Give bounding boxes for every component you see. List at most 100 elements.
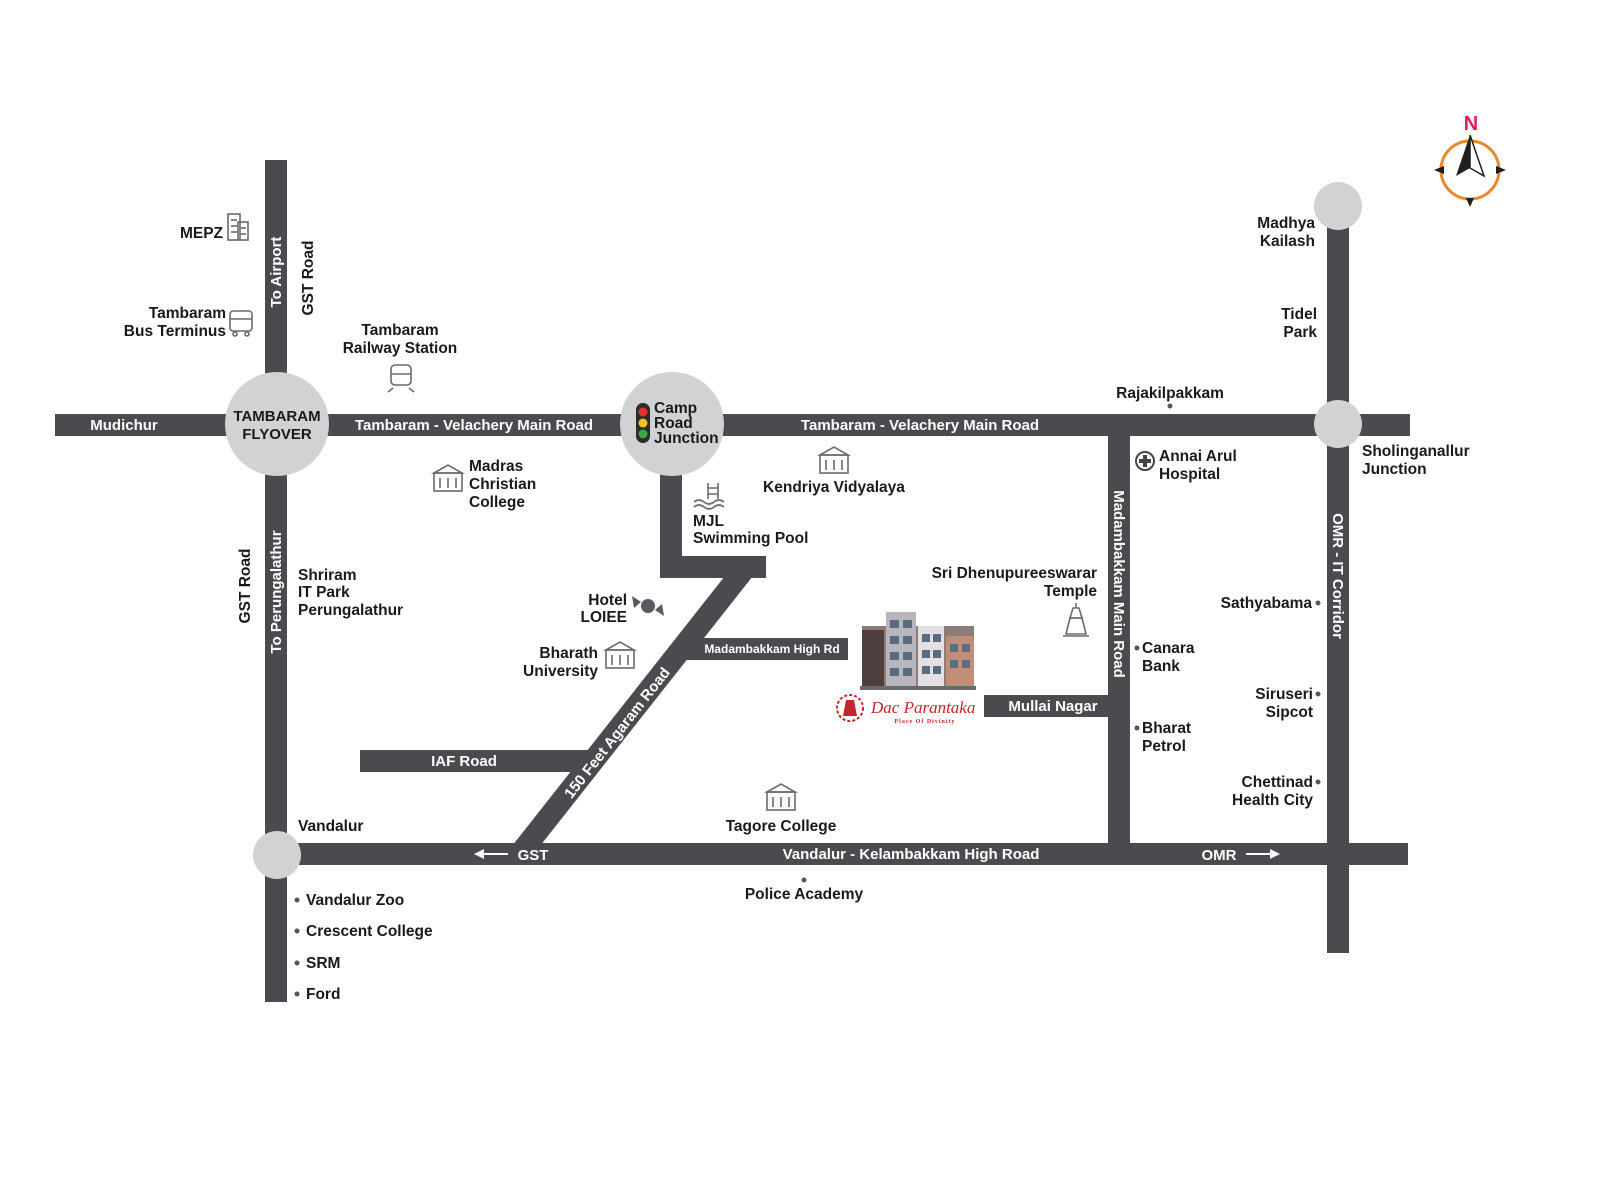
road-iaf: [360, 750, 592, 772]
place-canara-2: Bank: [1142, 658, 1180, 675]
dac-parantaka-logo: Dac Parantaka Place Of Divinity: [836, 694, 975, 725]
place-annai-1: Annai Arul: [1159, 448, 1237, 465]
college-icon: [430, 464, 466, 492]
place-siruseri-1: Siruseri: [1255, 686, 1313, 703]
vandalur-circle: [253, 831, 301, 879]
location-dot: [1134, 645, 1140, 651]
school-icon: [816, 446, 852, 474]
bus-icon: [229, 310, 253, 337]
place-rajakilpakkam: Rajakilpakkam: [1116, 385, 1224, 402]
temple-icon: [1063, 603, 1089, 637]
tambaram-flyover-label-2: FLYOVER: [242, 426, 312, 443]
road-network: [55, 160, 1410, 1002]
camp-road-label-2: Road: [654, 415, 693, 432]
place-shriram-2: IT Park: [298, 584, 350, 601]
road-label-madambakkam-main: Madambakkam Main Road: [1110, 490, 1127, 678]
place-madhya-1: Madhya: [1257, 215, 1315, 232]
place-bharath-2: University: [523, 663, 598, 680]
place-south-4: Ford: [306, 986, 340, 1003]
location-dot: [294, 960, 300, 966]
place-mjl-1: MJL: [693, 513, 724, 530]
road-mullai-nagar: [984, 695, 1112, 717]
place-south-3: SRM: [306, 955, 340, 972]
road-label-madambakkam-high: Madambakkam High Rd: [704, 642, 839, 656]
place-chettinad-1: Chettinad: [1242, 774, 1313, 791]
project-tagline: Place Of Divinity: [895, 719, 956, 725]
place-siruseri-2: Sipcot: [1266, 704, 1313, 721]
madhya-kailash-circle: [1314, 182, 1362, 230]
place-mcc-1: Madras: [469, 458, 523, 475]
place-sholinganallur-1: Sholinganallur: [1362, 443, 1470, 460]
place-bharat-petrol-1: Bharat: [1142, 720, 1191, 737]
place-bus-terminus-2: Bus Terminus: [124, 323, 226, 340]
place-sathyabama: Sathyabama: [1221, 595, 1313, 612]
road-label-gst-arrow: GST: [518, 847, 549, 864]
location-dot: [1315, 691, 1321, 697]
place-bus-terminus-1: Tambaram: [149, 305, 226, 322]
compass-icon: N: [1434, 113, 1506, 207]
place-police: Police Academy: [745, 886, 864, 903]
road-gst-vertical: [265, 160, 287, 1002]
road-madambakkam-main: [1108, 434, 1130, 844]
location-dot: [1315, 600, 1321, 606]
place-hotel-2: LOIEE: [580, 609, 627, 626]
place-vandalur: Vandalur: [298, 818, 363, 835]
road-label-150-feet: 150 Feet Agaram Road: [561, 664, 674, 801]
place-mcc-2: Christian: [469, 476, 536, 493]
road-madambakkam-high: [680, 638, 848, 660]
road-label-to-perungalathur: To Perungalathur: [268, 530, 285, 653]
location-dot: [1315, 779, 1321, 785]
building-icon: [227, 213, 249, 241]
place-hotel-1: Hotel: [588, 592, 627, 609]
place-shriram-1: Shriram: [298, 567, 357, 584]
sholinganallur-circle: [1314, 400, 1362, 448]
camp-road-label-1: Camp: [654, 400, 697, 417]
place-railway-1: Tambaram: [361, 322, 438, 339]
place-bharat-petrol-2: Petrol: [1142, 738, 1186, 755]
road-tambaram-velachery: [55, 414, 1410, 436]
place-mcc-3: College: [469, 494, 525, 511]
place-south-2: Crescent College: [306, 923, 433, 940]
place-shriram-3: Perungalathur: [298, 602, 403, 619]
place-tidel-2: Park: [1283, 324, 1317, 341]
college-icon: [763, 783, 799, 811]
tambaram-flyover-circle: [225, 372, 329, 476]
place-temple-2: Temple: [1044, 583, 1097, 600]
location-dot: [801, 877, 807, 883]
road-vandalur-kelambakkam: [278, 843, 1408, 865]
place-chettinad-2: Health City: [1232, 792, 1313, 809]
place-mjl-2: Swimming Pool: [693, 530, 808, 547]
location-dot: [1167, 403, 1173, 409]
road-label-mudichur: Mudichur: [90, 417, 158, 434]
camp-road-circle: [620, 372, 724, 476]
traffic-light-icon: [636, 403, 650, 443]
road-label-gst-south: GST Road: [237, 549, 254, 624]
place-annai-2: Hospital: [1159, 466, 1220, 483]
place-sholinganallur-2: Junction: [1362, 461, 1427, 478]
project-brand: Dac Parantaka: [870, 698, 975, 717]
road-label-iaf: IAF Road: [431, 753, 497, 770]
omr-right-arrow: [1246, 849, 1280, 859]
road-label-gst-north: GST Road: [300, 241, 317, 316]
place-madhya-2: Kailash: [1260, 233, 1315, 250]
location-dot: [294, 897, 300, 903]
place-canara-1: Canara: [1142, 640, 1195, 657]
road-label-omr-arrow: OMR: [1202, 847, 1237, 864]
road-omr-vertical: [1327, 205, 1349, 953]
place-mepz: MEPZ: [180, 225, 224, 242]
location-dot: [294, 991, 300, 997]
compass-north-label: N: [1464, 113, 1478, 135]
road-label-tvm-east: Tambaram - Velachery Main Road: [801, 417, 1039, 434]
tambaram-flyover-label-1: TAMBARAM: [233, 408, 320, 425]
train-icon: [387, 364, 415, 393]
place-tidel-1: Tidel: [1281, 306, 1317, 323]
location-dot: [294, 928, 300, 934]
candy-icon: [632, 596, 664, 616]
road-label-tvm-west: Tambaram - Velachery Main Road: [355, 417, 593, 434]
place-tagore: Tagore College: [726, 818, 837, 835]
road-150-feet: [512, 567, 760, 846]
place-temple-1: Sri Dhenupureeswarar: [932, 565, 1097, 582]
road-label-to-airport: To Airport: [268, 237, 285, 308]
place-south-1: Vandalur Zoo: [306, 892, 404, 909]
